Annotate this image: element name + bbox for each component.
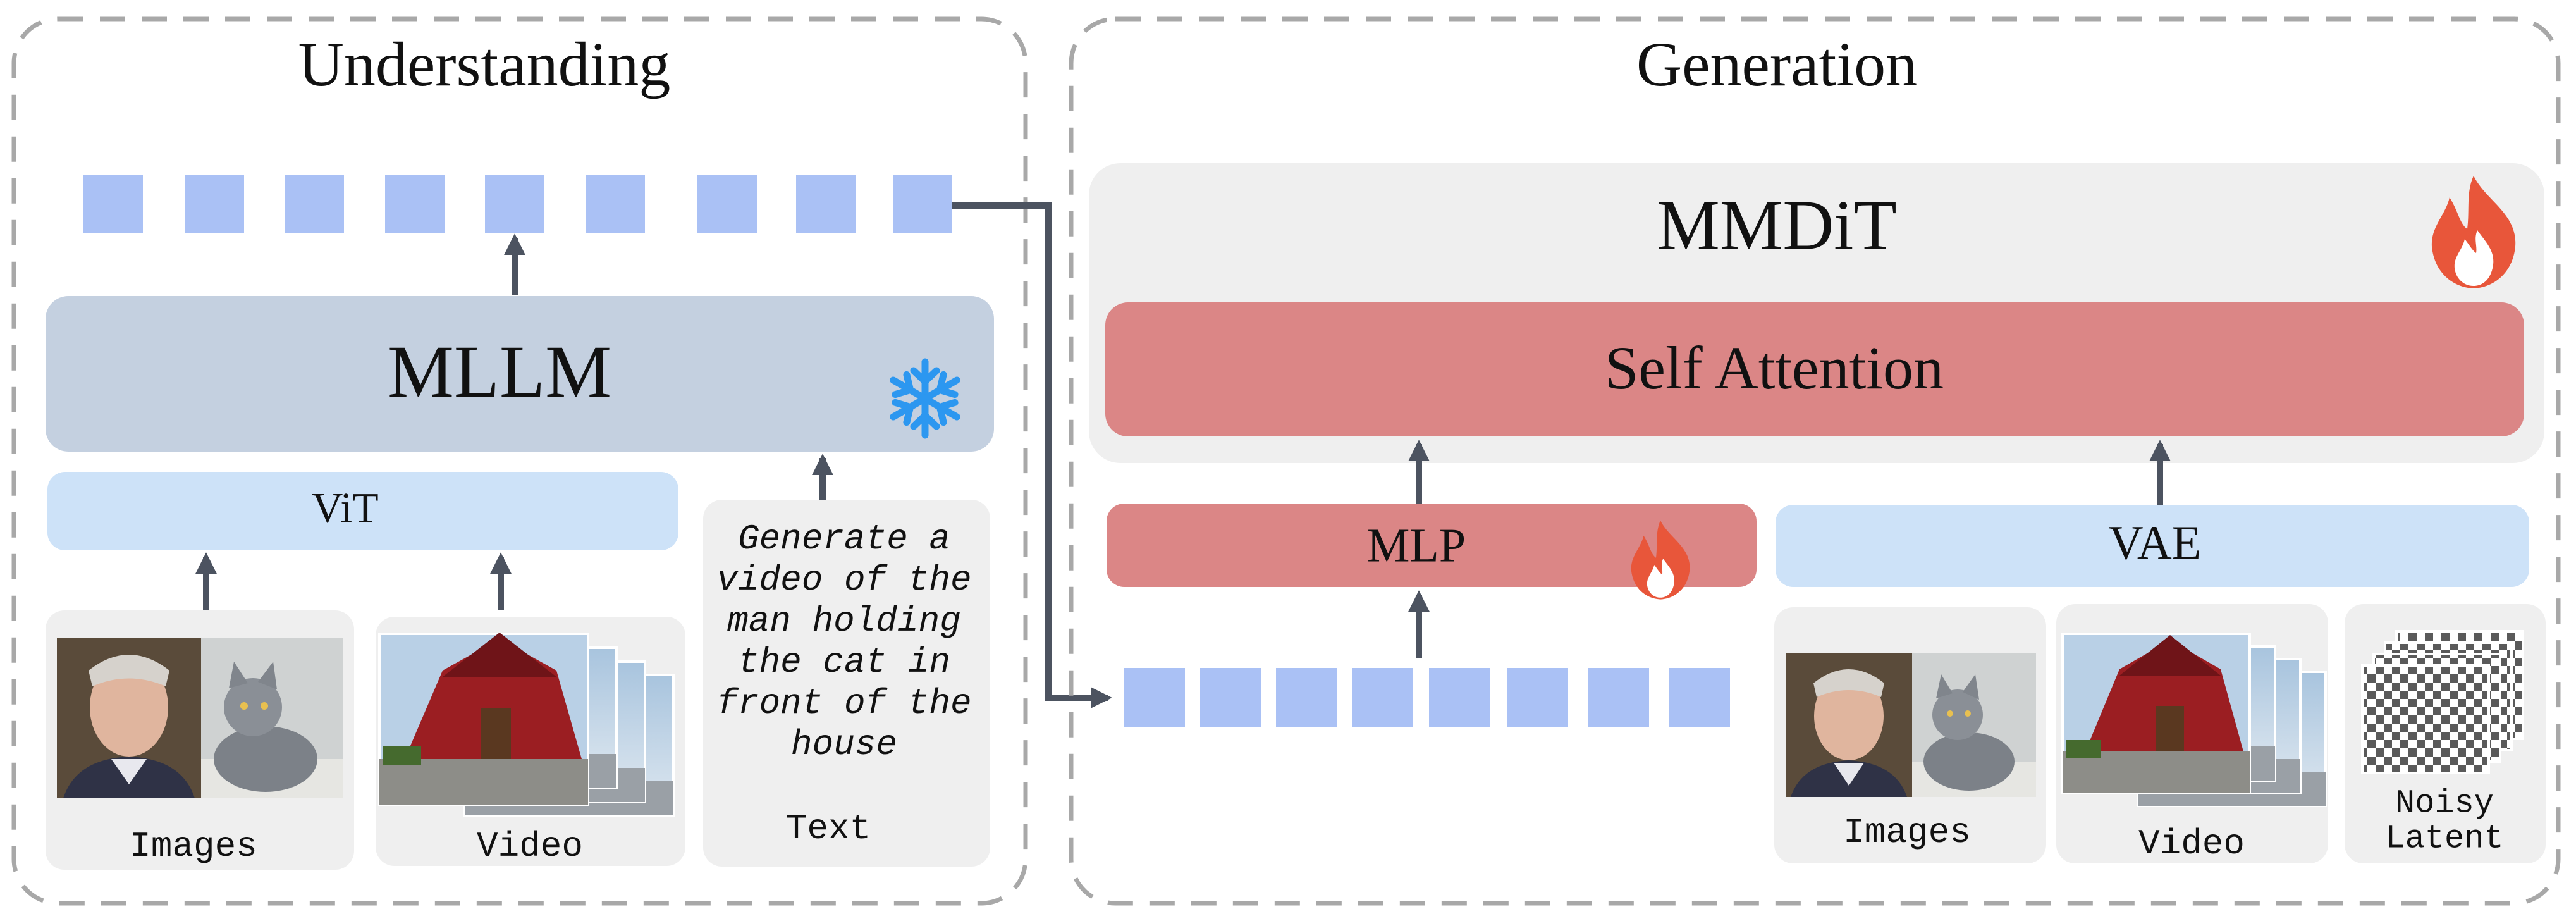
text-prompt-line: Generate a [738, 519, 950, 559]
token [1429, 668, 1490, 727]
token [1124, 668, 1185, 727]
token [1276, 668, 1337, 727]
text-prompt-line: man holding [727, 601, 961, 641]
vae-label: VAE [2109, 516, 2201, 569]
noisy-latent-label-line2: Latent [2385, 820, 2503, 858]
token [485, 175, 544, 233]
mlp-label: MLP [1367, 519, 1466, 572]
token [1507, 668, 1568, 727]
flame-icon [2431, 176, 2516, 288]
mmdit-label: MMDiT [1657, 187, 1897, 265]
text-prompt-line: video of the [716, 560, 971, 600]
mlp-block [1107, 504, 1757, 587]
vit-block [47, 472, 678, 550]
arrow-tokens-to-generation [952, 202, 1112, 709]
images-input-label: Images [1843, 812, 1971, 853]
token [1200, 668, 1261, 727]
flame-icon [1631, 521, 1690, 600]
snowflake-icon [890, 358, 960, 439]
text-input-label: Text [786, 808, 871, 849]
mllm-label: MLLM [388, 330, 611, 413]
vit-label: ViT [312, 484, 378, 532]
person-photo [1786, 653, 1912, 797]
cat-photo [1912, 653, 2036, 797]
mllm-output-tokens [83, 175, 952, 233]
text-prompt-line: front of the [716, 683, 971, 724]
video-input-label: Video [2138, 824, 2245, 864]
token [697, 175, 757, 233]
person-photo [57, 638, 201, 798]
self-attention-label: Self Attention [1605, 334, 1944, 402]
video-frames [2061, 633, 2327, 807]
generation-title: Generation [1636, 29, 1917, 99]
text-prompt-line: the cat in [738, 642, 950, 683]
noisy-latent-frames [2361, 630, 2524, 774]
understanding-panel-border [11, 16, 1028, 906]
token [185, 175, 244, 233]
generation-input-tokens [1124, 668, 1730, 727]
noisy-latent-label-line1: Noisy [2395, 785, 2494, 822]
token [586, 175, 645, 233]
token [1352, 668, 1413, 727]
token [385, 175, 445, 233]
cat-photo [201, 638, 343, 798]
understanding-title: Understanding [298, 29, 671, 99]
token [285, 175, 344, 233]
token [796, 175, 856, 233]
token [83, 175, 143, 233]
text-input-panel [703, 500, 990, 867]
video-frames [378, 633, 675, 817]
video-input-label: Video [477, 826, 583, 867]
vae-block [1776, 505, 2529, 587]
images-input-label: Images [130, 826, 257, 867]
token [1588, 668, 1649, 727]
token [1669, 668, 1730, 727]
self-attention-block [1105, 302, 2524, 436]
mllm-block [46, 296, 994, 452]
text-prompt-line: house [791, 724, 897, 765]
token [893, 175, 952, 233]
